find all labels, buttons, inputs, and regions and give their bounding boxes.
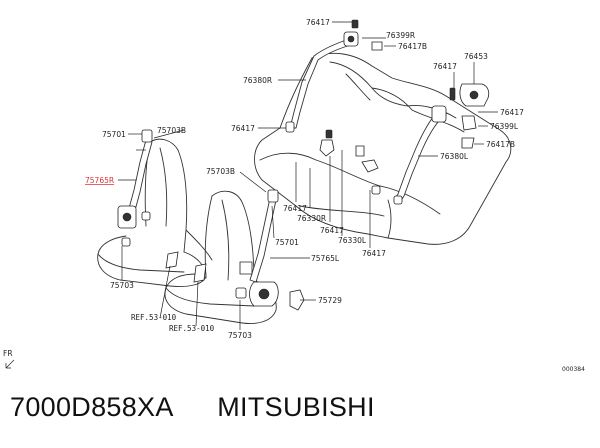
label-75729: 75729 bbox=[318, 296, 342, 305]
label-75765l: 75765L bbox=[311, 254, 340, 263]
rear-upper-anchor-left bbox=[431, 105, 447, 123]
front-belt-left bbox=[117, 129, 153, 247]
bolt-76417-top bbox=[351, 19, 359, 29]
front-seat-left bbox=[97, 138, 213, 287]
label-76380r: 76380R bbox=[243, 76, 272, 85]
label-75701-center: 75701 bbox=[275, 238, 299, 247]
bolt-76417-right bbox=[449, 87, 456, 101]
label-76399r: 76399R bbox=[386, 31, 415, 40]
front-direction-indicator: FR bbox=[3, 349, 15, 369]
label-76417-mid: 76417 bbox=[231, 124, 255, 133]
buckle-76330r bbox=[319, 139, 335, 157]
buckle-75703-left bbox=[121, 237, 131, 247]
rear-center-buckles bbox=[319, 129, 381, 195]
label-76330l: 76330L bbox=[338, 236, 367, 245]
rear-seat-back bbox=[254, 52, 512, 245]
label-ref-1: REF.53-010 bbox=[131, 313, 177, 322]
label-76417-center-2: 76417 bbox=[320, 226, 344, 235]
brand-name: MITSUBISHI bbox=[217, 392, 375, 422]
callout-labels: 76417 76399R 76417B 76453 76380R 76417 7… bbox=[85, 18, 524, 340]
part-caption: 7000D858XA MITSUBISHI bbox=[10, 392, 375, 423]
buckle-76330l-b bbox=[361, 159, 379, 173]
label-75701-left: 75701 bbox=[102, 130, 126, 139]
label-76417-top: 76417 bbox=[306, 18, 330, 27]
label-76453: 76453 bbox=[464, 52, 488, 61]
label-76417-center-1: 76417 bbox=[283, 204, 307, 213]
bracket-76399l bbox=[461, 115, 477, 131]
label-75703-center: 75703 bbox=[228, 331, 252, 340]
label-ref-2: REF.53-010 bbox=[169, 324, 215, 333]
front-belt-center bbox=[235, 189, 305, 311]
fr-label: FR bbox=[3, 349, 13, 358]
guide-75729 bbox=[289, 289, 305, 311]
rear-belt-left bbox=[393, 83, 490, 205]
leader-lines bbox=[118, 21, 498, 330]
label-76417b-right: 76417B bbox=[486, 140, 515, 149]
buckle-75703-center bbox=[235, 287, 247, 299]
label-75703b-center: 75703B bbox=[206, 167, 235, 176]
label-75703b-left: 75703B bbox=[157, 126, 186, 135]
label-76417b-top: 76417B bbox=[398, 42, 427, 51]
label-75703-left: 75703 bbox=[110, 281, 134, 290]
label-75765r-highlighted: 75765R bbox=[85, 176, 114, 185]
bracket-76417b bbox=[371, 41, 383, 51]
rear-belt-right bbox=[285, 19, 383, 133]
part-number: 7000D858XA bbox=[10, 392, 174, 422]
drawing-number: 000384 bbox=[562, 366, 585, 373]
label-76330r: 76330R bbox=[297, 214, 326, 223]
buckle-76330l-a bbox=[355, 145, 365, 157]
label-76417-right: 76417 bbox=[500, 108, 524, 117]
label-76417-center-3: 76417 bbox=[362, 249, 386, 258]
label-76417-right-top: 76417 bbox=[433, 62, 457, 71]
ref-tabs bbox=[165, 251, 207, 283]
label-76399l: 76399L bbox=[490, 122, 519, 131]
bracket-76417b-right bbox=[461, 137, 475, 149]
front-arrow-icon bbox=[5, 359, 15, 369]
label-76380l: 76380L bbox=[440, 152, 469, 161]
anchor-75701-left bbox=[141, 129, 153, 143]
